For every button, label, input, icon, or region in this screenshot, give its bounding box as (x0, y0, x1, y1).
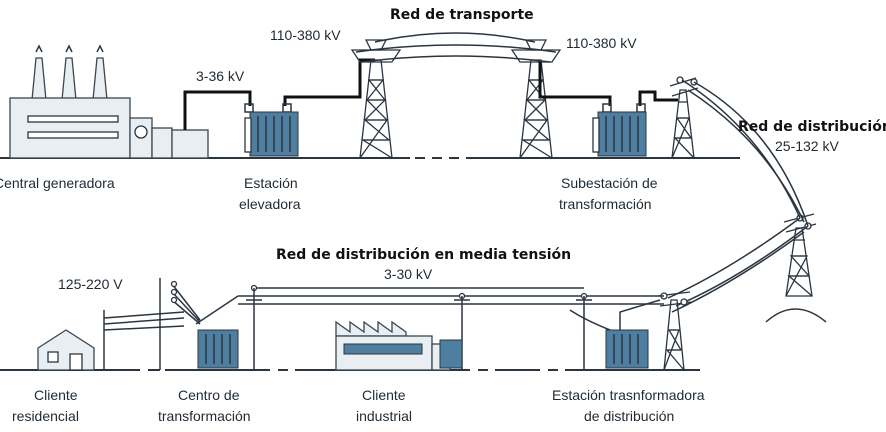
voltage-transport-left: 110-380 kV (270, 27, 341, 43)
label-residential-line1: Cliente (34, 387, 78, 403)
title-transport: Red de transporte (390, 7, 534, 23)
voltage-transport-right: 110-380 kV (566, 35, 637, 51)
distribution-tower-upper-icon (669, 76, 699, 159)
distribution-tower-lower-icon (765, 213, 827, 323)
substation-to-distribution-wire (638, 90, 678, 106)
label-industrial-line1: Cliente (362, 387, 406, 403)
distribution-station-transformer-icon (605, 299, 661, 369)
label-dist-station-line2: de distribución (584, 408, 674, 424)
voltage-residential: 125-220 V (58, 276, 123, 292)
label-substation-line1: Subestación de (561, 175, 658, 191)
transformation-center-icon (159, 278, 239, 370)
factory-icon (335, 320, 463, 371)
distribution-lines (667, 79, 809, 313)
label-transform-center-line2: transformación (158, 408, 251, 424)
tower-to-substation-wire (538, 62, 612, 106)
label-dist-station-line1: Estación trasnformadora (552, 387, 705, 403)
power-plant-icon (9, 44, 209, 159)
label-substation-line2: transformación (559, 196, 652, 212)
label-transform-center-line1: Centro de (178, 387, 240, 403)
step-up-transformer-icon (244, 103, 299, 157)
voltage-generator-out: 3-36 kV (196, 68, 245, 84)
label-step-up-line2: elevadora (239, 196, 301, 212)
voltage-medium: 3-30 kV (384, 266, 433, 282)
label-industrial-line2: industrial (356, 408, 412, 424)
transmission-tower-left-icon (350, 39, 402, 159)
title-medium-voltage: Red de distribución en media tensión (276, 247, 571, 263)
transport-lines (355, 32, 557, 63)
label-generator: Central generadora (0, 175, 115, 191)
voltage-distribution: 25-132 kV (775, 138, 839, 154)
medium-voltage-lines (238, 284, 664, 370)
transmission-tower-right-icon (510, 39, 562, 159)
house-icon (37, 310, 185, 371)
substation-transformer-icon (592, 103, 647, 157)
step-up-to-tower-wire (283, 58, 375, 106)
generator-link-wire (183, 90, 252, 130)
title-distribution: Red de distribución (738, 119, 886, 135)
label-step-up-line1: Estación (244, 175, 298, 191)
label-residential-line2: residencial (12, 408, 79, 424)
